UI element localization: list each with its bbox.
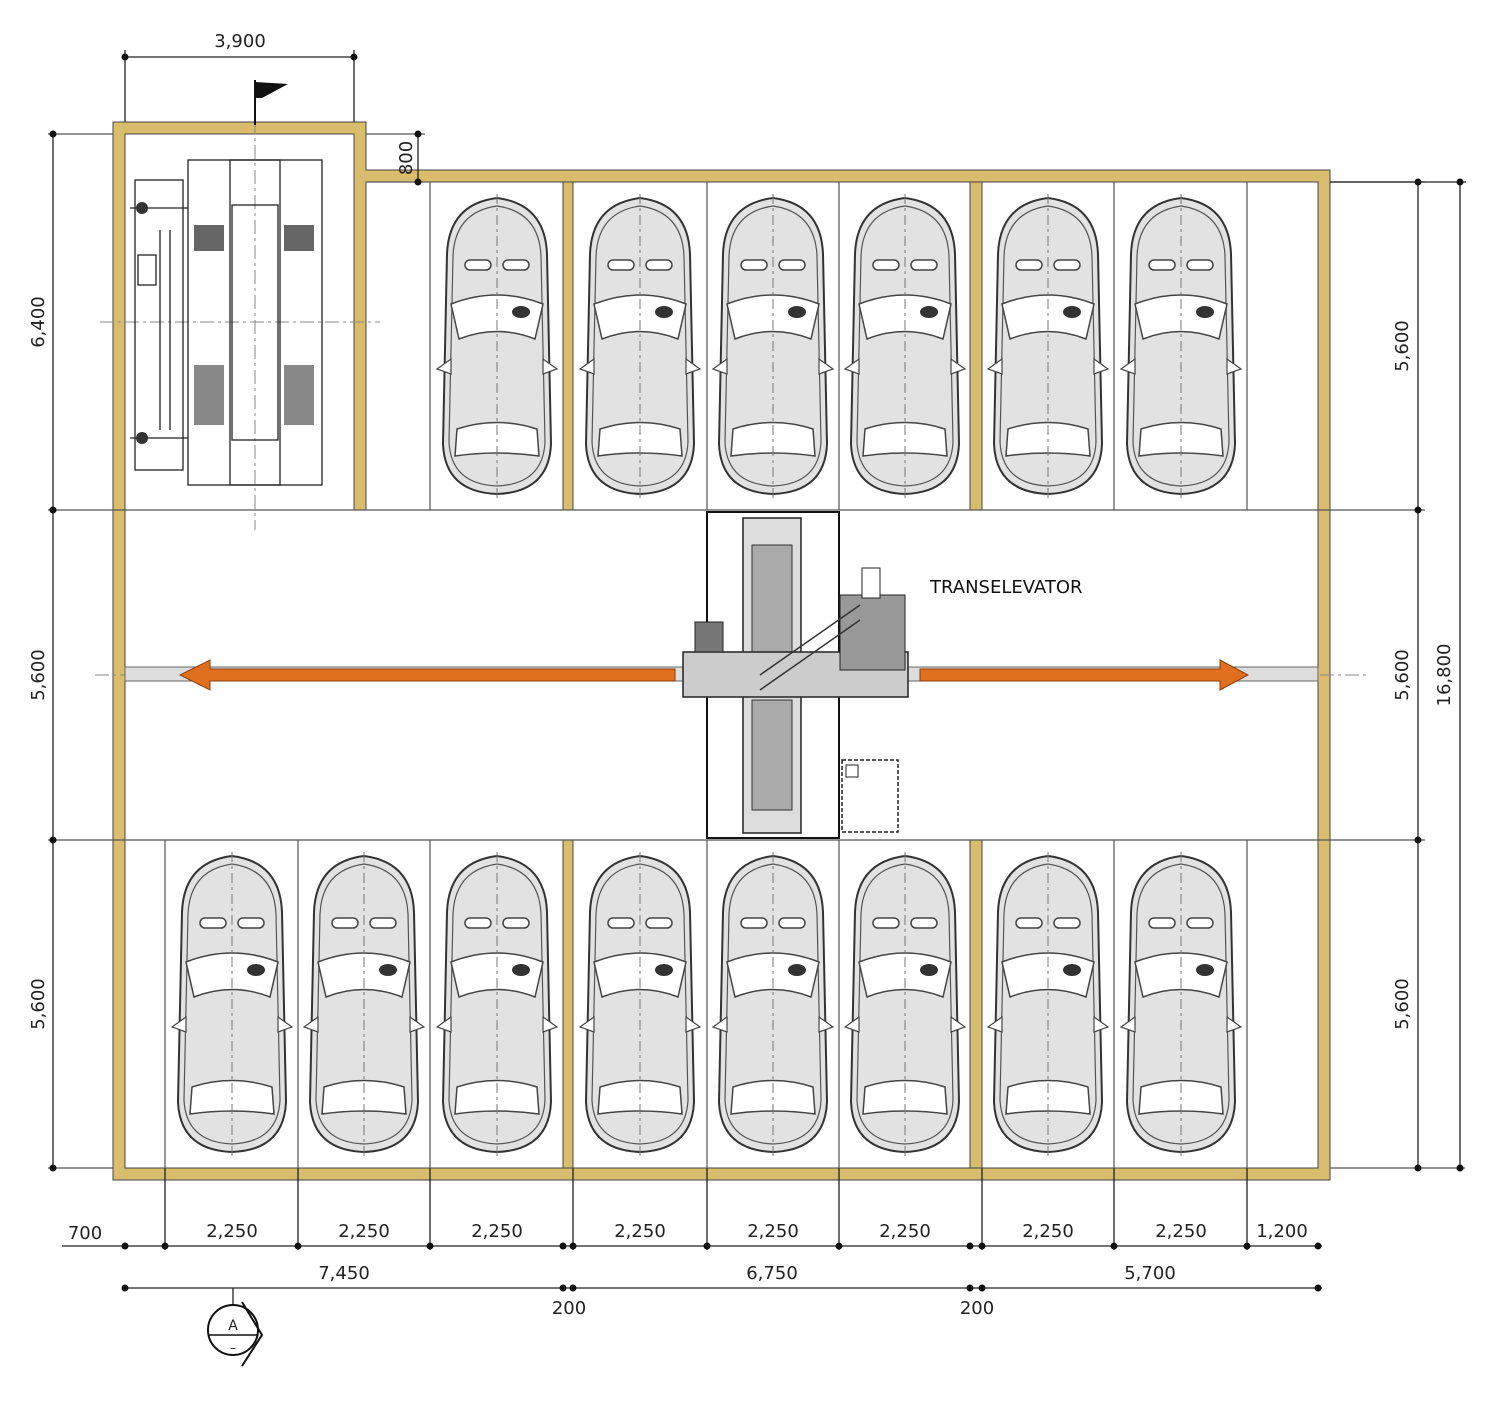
parked-car bbox=[712, 852, 834, 1156]
building-walls bbox=[112, 121, 1331, 1181]
dim-tick bbox=[121, 1242, 129, 1250]
dim-tick bbox=[835, 1242, 843, 1250]
dim-gap: 800 bbox=[396, 141, 417, 175]
dim-left: 5,600 bbox=[28, 978, 49, 1030]
parked-car bbox=[579, 194, 701, 498]
partition-wall bbox=[969, 839, 983, 1169]
dim-tick bbox=[559, 1284, 567, 1292]
arrow-left-icon bbox=[178, 659, 676, 691]
dim-tick bbox=[1314, 1284, 1322, 1292]
dim-left: 5,600 bbox=[28, 649, 49, 701]
dim-tick bbox=[966, 1284, 974, 1292]
dim-bottom-group: 5,700 bbox=[1124, 1263, 1176, 1284]
dim-bottom: 700 bbox=[68, 1223, 102, 1244]
dim-bottom: 2,250 bbox=[338, 1221, 390, 1242]
dim-wall: 200 bbox=[960, 1298, 994, 1319]
dim-tick bbox=[703, 1242, 711, 1250]
parked-car bbox=[171, 852, 293, 1156]
parked-car bbox=[1120, 852, 1242, 1156]
dim-right: 5,600 bbox=[1392, 978, 1413, 1030]
dim-tick bbox=[569, 1242, 577, 1250]
partition-wall bbox=[562, 181, 574, 511]
dim-right: 5,600 bbox=[1392, 649, 1413, 701]
dim-tick bbox=[121, 1284, 129, 1292]
dim-bottom: 2,250 bbox=[206, 1221, 258, 1242]
dim-tick bbox=[426, 1242, 434, 1250]
dim-bottom-group: 6,750 bbox=[746, 1263, 798, 1284]
dim-top: 3,900 bbox=[214, 31, 266, 52]
parked-car bbox=[712, 194, 834, 498]
parking-slot-lines bbox=[164, 182, 1248, 1250]
car-lift bbox=[130, 159, 323, 486]
dim-right: 5,600 bbox=[1392, 320, 1413, 372]
section-sub: – bbox=[230, 1341, 236, 1355]
dim-bottom: 2,250 bbox=[1155, 1221, 1207, 1242]
parked-car bbox=[579, 852, 701, 1156]
section-marker-icon: A – bbox=[207, 1288, 264, 1367]
entrance-flag-icon bbox=[254, 80, 288, 125]
dim-tick bbox=[569, 1284, 577, 1292]
parked-car bbox=[844, 194, 966, 498]
dim-tick bbox=[161, 1242, 169, 1250]
dim-tick bbox=[1110, 1242, 1118, 1250]
dim-left: 6,400 bbox=[28, 296, 49, 348]
dim-bottom: 1,200 bbox=[1256, 1221, 1308, 1242]
parked-car bbox=[436, 194, 558, 498]
dim-tick bbox=[294, 1242, 302, 1250]
dim-tick bbox=[966, 1242, 974, 1250]
parked-car bbox=[1120, 194, 1242, 498]
dim-tick bbox=[978, 1242, 986, 1250]
parked-car bbox=[987, 194, 1109, 498]
dim-tick bbox=[978, 1284, 986, 1292]
partition-wall bbox=[562, 839, 574, 1169]
dim-bottom-group: 7,450 bbox=[318, 1263, 370, 1284]
dim-tick bbox=[1314, 1242, 1322, 1250]
dim-tick bbox=[1243, 1242, 1251, 1250]
arrow-right-icon bbox=[919, 659, 1250, 691]
dim-total: 16,800 bbox=[1434, 644, 1455, 707]
transelevator: TRANSELEVATOR bbox=[124, 511, 1319, 839]
dim-bottom: 2,250 bbox=[614, 1221, 666, 1242]
parked-car bbox=[987, 852, 1109, 1156]
dim-bottom: 2,250 bbox=[1022, 1221, 1074, 1242]
section-letter: A bbox=[228, 1318, 238, 1334]
dim-tick bbox=[559, 1242, 567, 1250]
dim-bottom: 2,250 bbox=[879, 1221, 931, 1242]
parked-car bbox=[436, 852, 558, 1156]
partition-wall bbox=[969, 181, 983, 511]
dim-bottom: 2,250 bbox=[747, 1221, 799, 1242]
parked-car bbox=[844, 852, 966, 1156]
dimensions: 3,900 800 6,400 5,600 5,600 5,600 5,600 … bbox=[28, 31, 1466, 1319]
dim-bottom: 2,250 bbox=[471, 1221, 523, 1242]
transelevator-label: TRANSELEVATOR bbox=[929, 577, 1083, 598]
parked-car bbox=[303, 852, 425, 1156]
dim-wall: 200 bbox=[552, 1298, 586, 1319]
